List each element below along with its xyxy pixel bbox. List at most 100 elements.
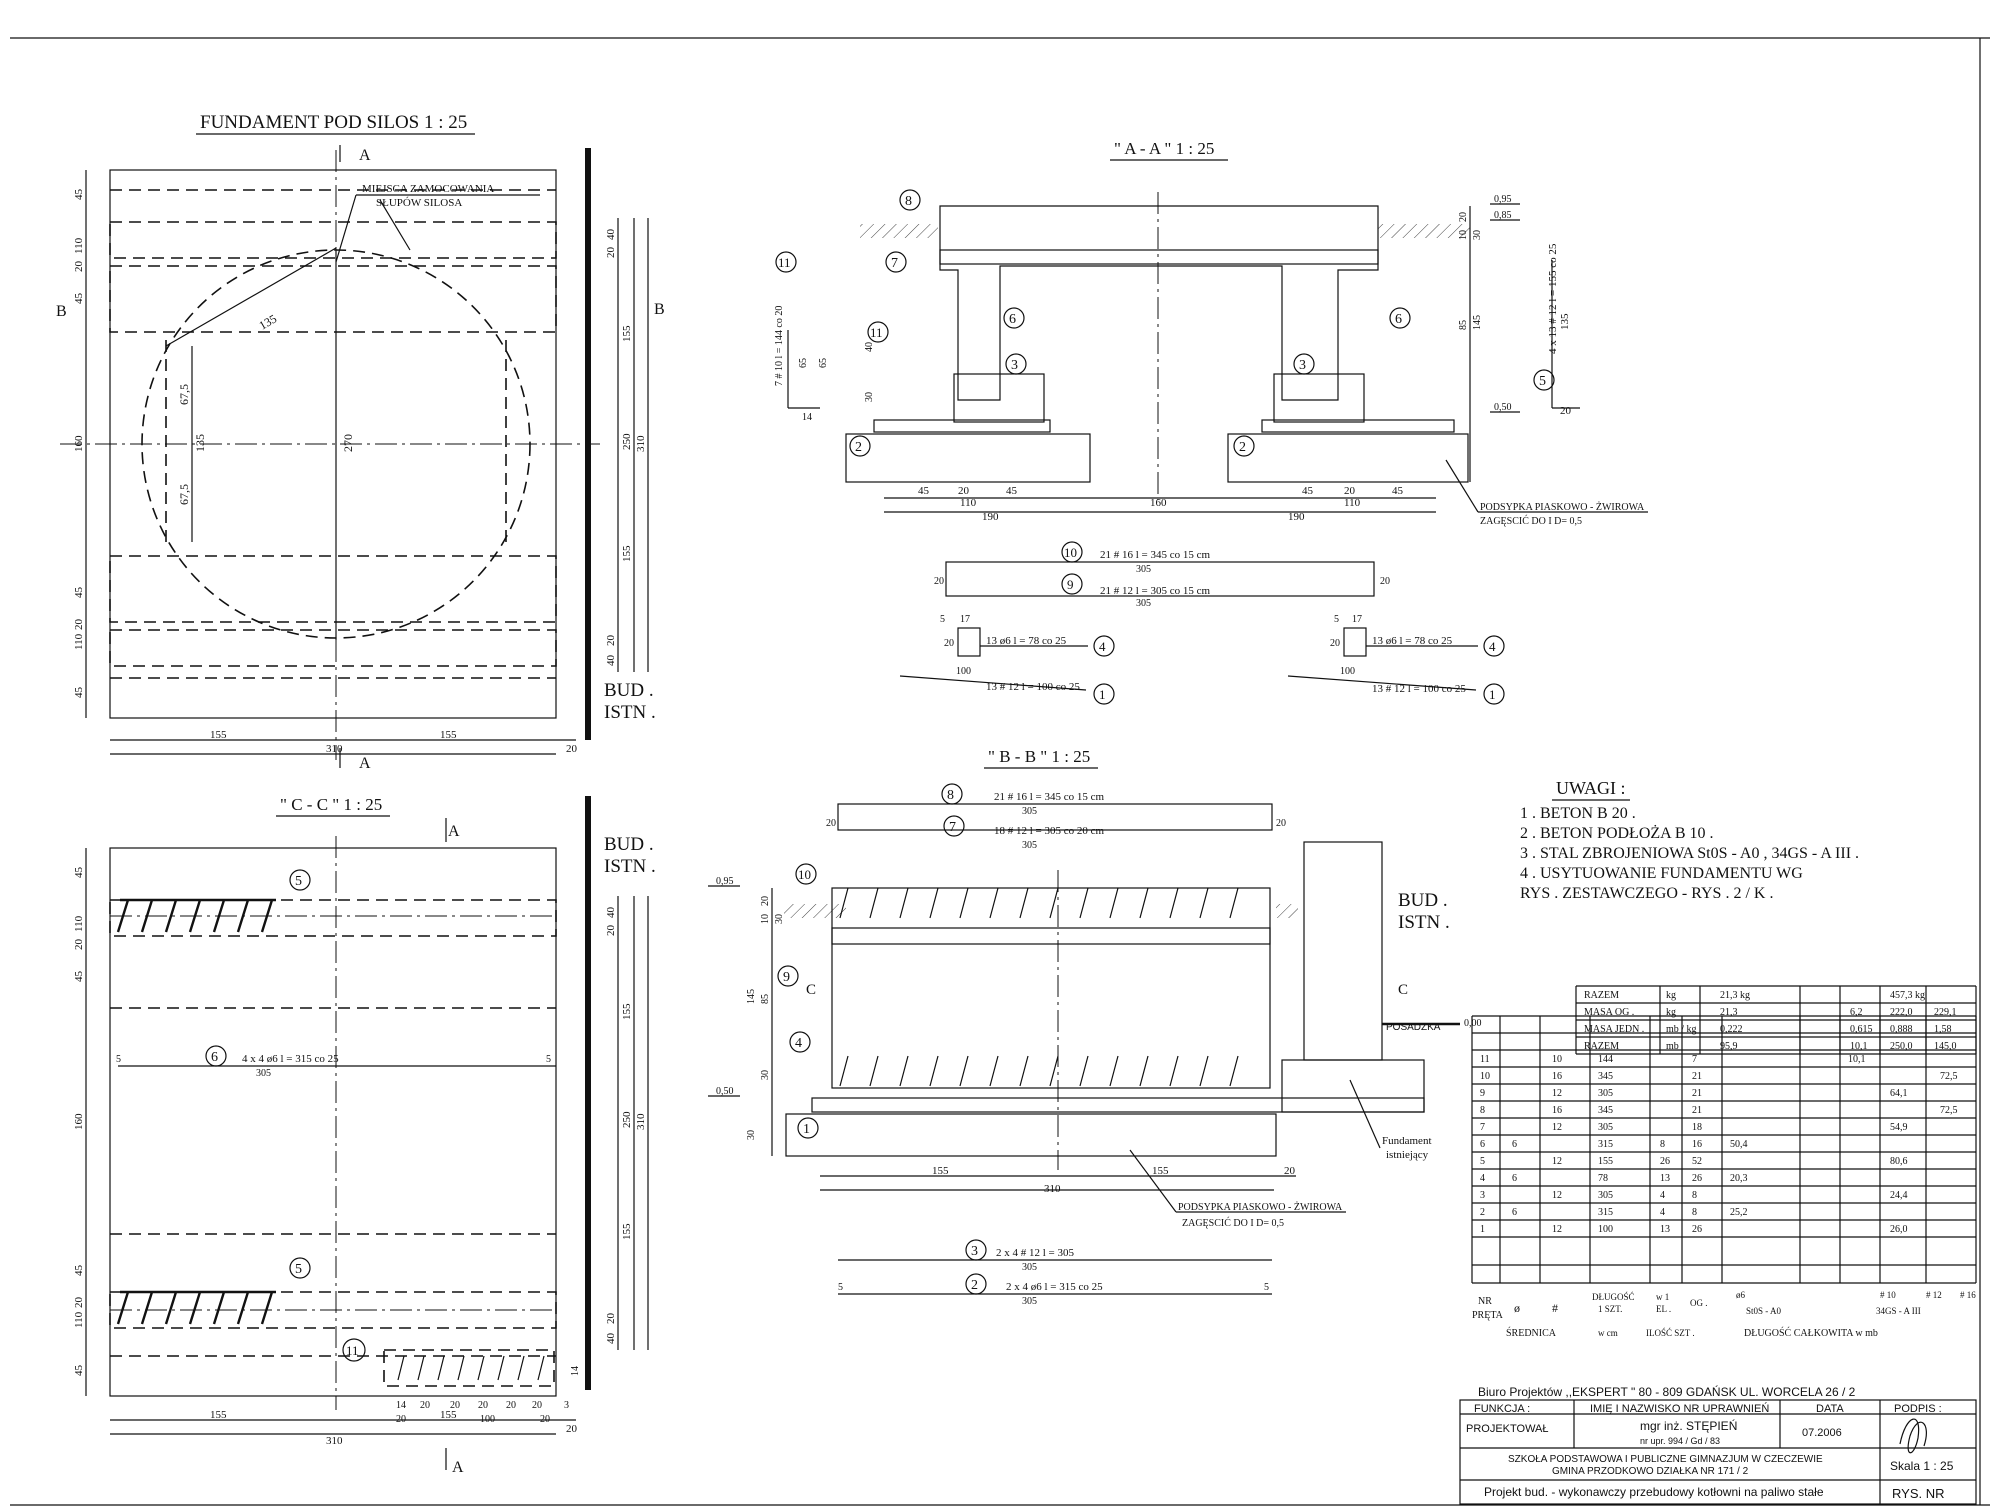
bars-10-mark: 10	[1064, 545, 1077, 560]
aa-db-2: 45	[1006, 485, 1018, 497]
aa-db-6: 45	[1302, 485, 1314, 497]
bb-b2-5b: 5	[1264, 1282, 1269, 1293]
aa-db-8: 45	[1392, 485, 1404, 497]
aa-mark-6a: 6	[1009, 312, 1016, 327]
cc-db-0: 155	[210, 1409, 227, 1421]
plan-dl-7: 110	[73, 633, 85, 650]
table-cell: 3	[1480, 1190, 1485, 1201]
plan-dl-4: 160	[73, 435, 85, 452]
cc-dri-1: 20	[605, 925, 617, 937]
aa-dim-bottom: 45 20 45 110 190 160 45 20 45 110 190	[918, 485, 1404, 523]
bar4-left-mark: 4	[1099, 639, 1106, 654]
dim-radius-line	[165, 247, 337, 347]
cc-11-bars	[397, 1355, 545, 1381]
plan-drm-0: 155	[621, 325, 633, 342]
tb-skala: Skala 1 : 25	[1890, 1459, 1954, 1473]
aa-slab-layer	[939, 249, 1379, 265]
bb-mark-8: 8	[947, 788, 954, 803]
table-cell: 144	[1598, 1054, 1613, 1065]
bars-top: 10 21 # 16 l = 345 co 15 cm 305 20 20 9 …	[899, 541, 1505, 705]
bb-fill-2: ZAGĘSCIĆ DO I D= 0,5	[1182, 1217, 1284, 1229]
bar1-left-label: 13 # 12 l = 100 co 25	[986, 681, 1080, 693]
aa-lean-left	[873, 419, 1051, 433]
th-srednica: ŚREDNICA	[1506, 1327, 1557, 1339]
cc-dl-2: 20	[73, 939, 85, 951]
aa-gravel-left	[845, 433, 1091, 483]
th-f10: # 10	[1880, 1290, 1896, 1300]
table-cell: 305	[1598, 1088, 1613, 1099]
table-cell: 4	[1660, 1190, 1665, 1201]
bb-side-20b: 20	[1276, 818, 1286, 829]
bar5-20: 20	[1560, 405, 1572, 417]
summary-cell: mb	[1666, 1041, 1679, 1052]
bb-lean	[811, 1097, 1425, 1113]
bb-bars-top	[839, 887, 1239, 919]
cc-title: " C - C " 1 : 25	[280, 795, 382, 814]
bar4-left-label: 13 ø6 l = 78 co 25	[986, 635, 1067, 647]
tb-date: 07.2006	[1802, 1427, 1842, 1439]
table-cell: 2	[1480, 1207, 1485, 1218]
posadzka-text: POSADZKA	[1386, 1022, 1441, 1033]
summary-cell: MASA OG .	[1584, 1007, 1634, 1018]
cc-11-d1: 20	[420, 1400, 430, 1411]
bb-mark-2: 2	[971, 1278, 978, 1293]
signature	[1899, 1418, 1927, 1454]
aa-db-1: 20	[958, 485, 970, 497]
cc-mark-6: 6	[211, 1050, 218, 1065]
plan-db-2: 20	[566, 743, 578, 755]
aa-dr-3: 85	[1458, 320, 1469, 330]
th-fi: ø	[1514, 1301, 1520, 1315]
bars-10-label: 21 # 16 l = 345 co 15 cm	[1100, 549, 1211, 561]
cc-section-a-bottom: A	[452, 1459, 464, 1476]
dim-135: 135	[193, 434, 207, 452]
bb-b8-305: 305	[1022, 806, 1037, 817]
bar4-right-17: 17	[1352, 614, 1362, 625]
table-cell: 9	[1480, 1088, 1485, 1099]
th-og: OG .	[1690, 1298, 1708, 1308]
table-cell: 305	[1598, 1122, 1613, 1133]
bb-db-total: 310	[1044, 1183, 1061, 1195]
bb-ground-left	[784, 904, 846, 918]
bar1-right-mark: 1	[1489, 687, 1496, 702]
dim-radius: 135	[257, 311, 280, 332]
note-line2: SŁUPÓW SILOSA	[376, 197, 462, 209]
tb-proj: PROJEKTOWAŁ	[1466, 1423, 1549, 1435]
existing-leader	[1349, 1079, 1381, 1149]
table-cell: 7	[1692, 1054, 1697, 1065]
table-cell: 1	[1480, 1224, 1485, 1235]
cc-bar6-5a: 5	[116, 1054, 121, 1065]
table-cell: 12	[1552, 1088, 1562, 1099]
plan-title: FUNDAMENT POD SILOS 1 : 25	[200, 112, 467, 133]
bb-dl-3: 85	[760, 994, 771, 1004]
tb-school1: SZKOŁA PODSTAWOWA I PUBLICZNE GIMNAZJUM …	[1508, 1454, 1823, 1465]
table-cell: 21	[1692, 1071, 1702, 1082]
aa-level-095: 0,95	[1494, 194, 1512, 205]
bb-level-095: 0,95	[716, 876, 734, 887]
cc-mark-11: 11	[346, 1343, 359, 1358]
aa-fill-1: PODSYPKA PIASKOWO - ŻWIROWA	[1480, 501, 1645, 513]
th-w1a: w 1	[1656, 1292, 1669, 1302]
bars-side-20b: 20	[1380, 576, 1390, 587]
bar8-shape	[837, 803, 1273, 831]
bb-dl-0: 20	[760, 896, 771, 906]
plan-db-0: 155	[210, 729, 227, 741]
bar5-label: 4 x 13 # 12 l = 155 co 25	[1547, 243, 1559, 354]
plan-dl-8: 45	[73, 687, 85, 699]
th-st0s: St0S - A0	[1746, 1306, 1782, 1316]
tb-school2: GMINA PRZODKOWO DZIAŁKA NR 171 / 2	[1552, 1466, 1749, 1477]
table-cell: 7	[1480, 1122, 1485, 1133]
aa-mark-2a: 2	[855, 440, 862, 455]
table-cell: 10,1	[1848, 1054, 1866, 1065]
aa-slab-body	[939, 205, 1379, 401]
table-cell: 315	[1598, 1207, 1613, 1218]
table-cell: 13	[1660, 1173, 1670, 1184]
table-cell: 100	[1598, 1224, 1613, 1235]
aa-dr-4: 145	[1472, 315, 1483, 330]
bar4-left-17: 17	[960, 614, 970, 625]
aa-mark-11b: 11	[778, 255, 791, 270]
aa-title: " A - A " 1 : 25	[1114, 139, 1214, 158]
section-a-top: A	[359, 147, 371, 164]
plan-db-total: 310	[326, 743, 343, 755]
bars-9-305: 305	[1136, 598, 1151, 609]
plan-dim-left: 45 110 20 45 160 45 20 110 45	[73, 189, 85, 699]
